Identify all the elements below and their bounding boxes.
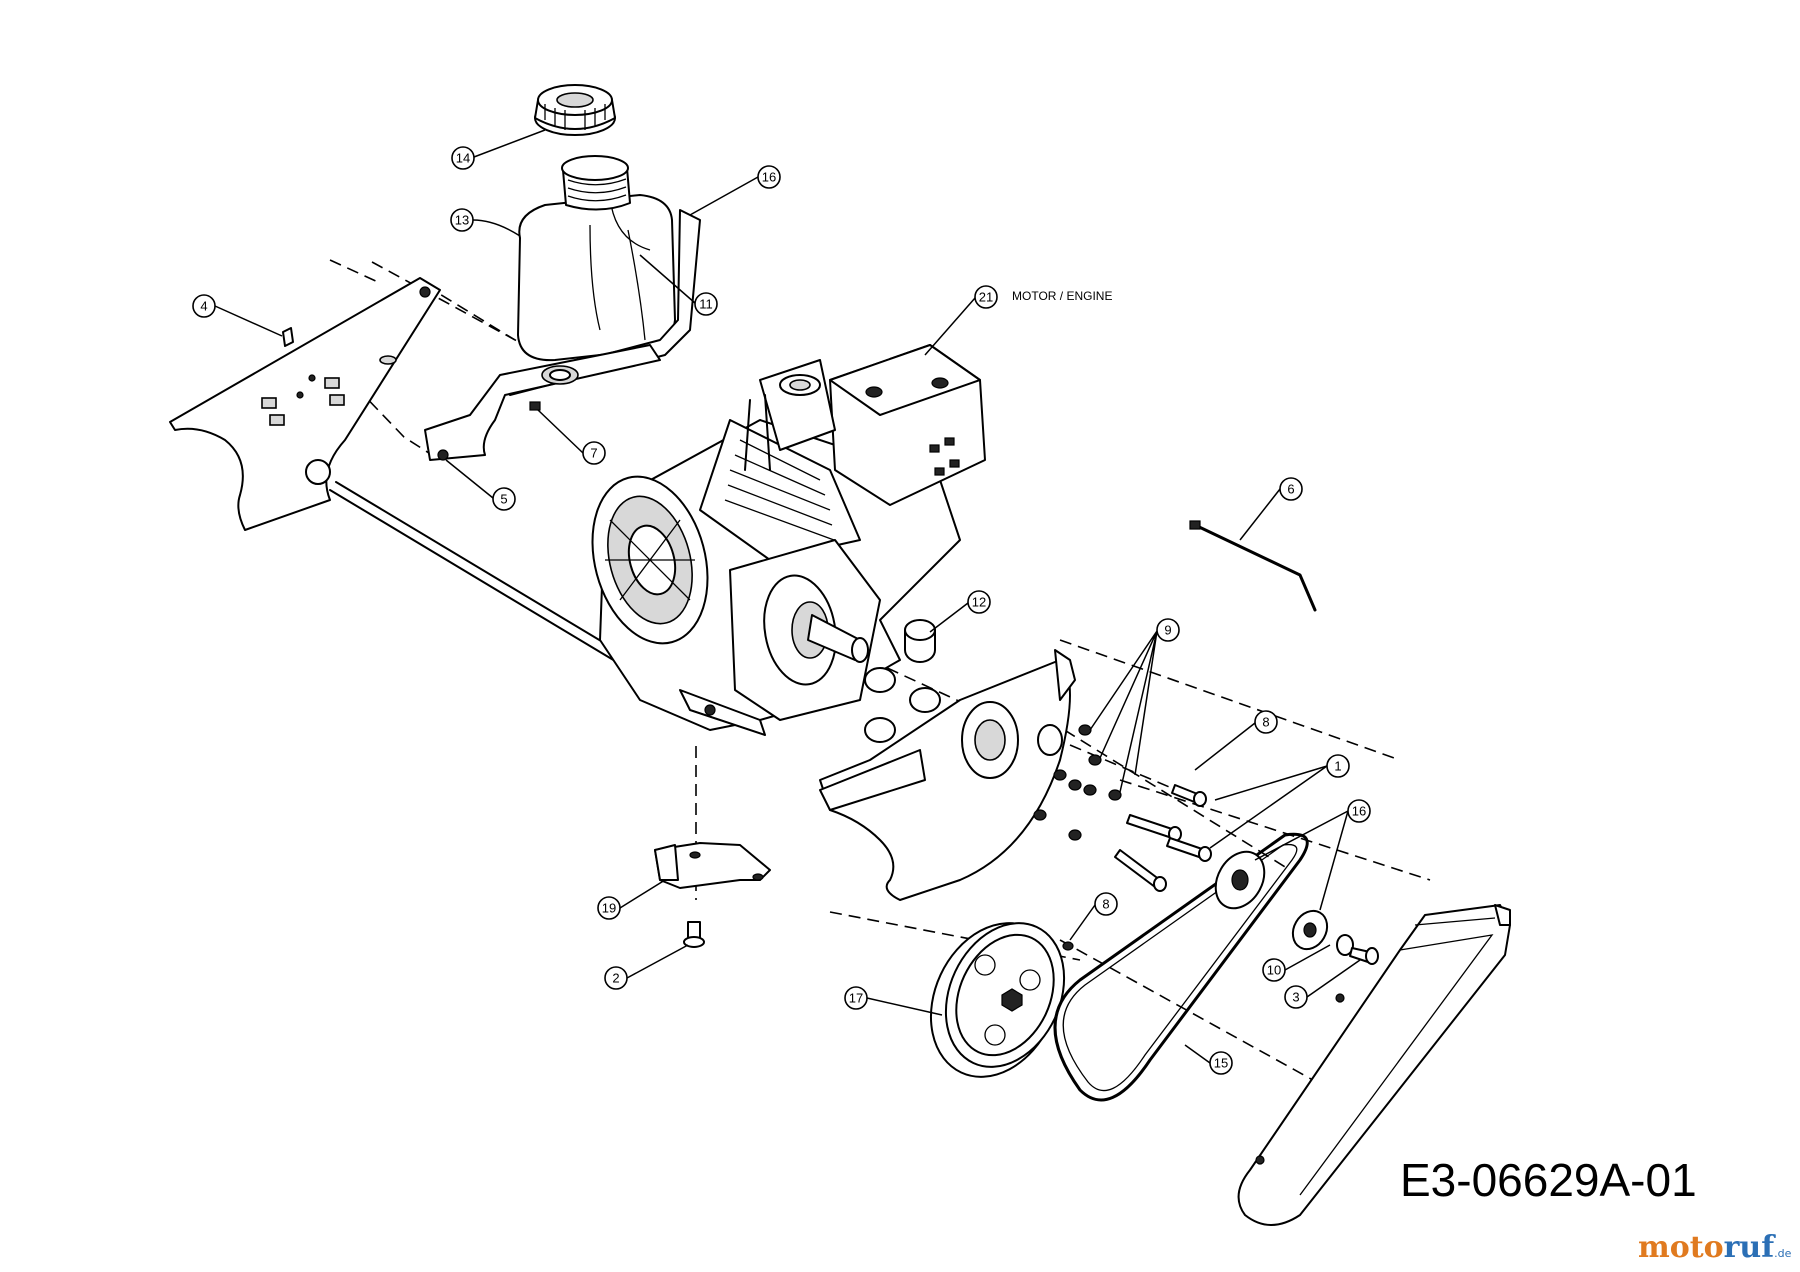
- svg-text:3: 3: [1292, 990, 1299, 1005]
- callout-16: 16: [689, 165, 781, 216]
- svg-text:19: 19: [602, 901, 616, 916]
- pulley-part: [929, 922, 1066, 1078]
- svg-text:17: 17: [849, 991, 863, 1006]
- callout-8: 8: [1069, 892, 1118, 941]
- svg-text:13: 13: [455, 213, 469, 228]
- svg-text:21: 21: [979, 290, 993, 305]
- cable-part: [1189, 520, 1317, 612]
- svg-text:1: 1: [1334, 759, 1341, 774]
- callout-4: 4: [192, 294, 283, 337]
- svg-text:motoruf.de: motoruf.de: [1638, 1230, 1792, 1265]
- svg-text:16: 16: [762, 170, 776, 185]
- svg-text:7: 7: [590, 446, 597, 461]
- svg-text:8: 8: [1262, 715, 1269, 730]
- fuel-tank-part: [517, 155, 676, 362]
- svg-text:6: 6: [1287, 482, 1294, 497]
- callout-9: 9: [1089, 618, 1180, 793]
- callout-19: 19: [597, 879, 666, 920]
- svg-text:9: 9: [1164, 623, 1171, 638]
- mount-bracket-part: [654, 842, 771, 889]
- callouts: 14 16 13 11 4 21 7: [192, 129, 1371, 1075]
- svg-text:10: 10: [1267, 963, 1281, 978]
- callout-2: 2: [604, 944, 689, 990]
- callout-1: 1: [1209, 754, 1350, 849]
- tank-bracket-part: [424, 209, 701, 461]
- callout-3: 3: [1284, 959, 1361, 1009]
- engine-part: [591, 344, 986, 736]
- pulley-plate-part: [819, 649, 1122, 901]
- callout-21: 21: [924, 285, 998, 356]
- idler-part: [1214, 850, 1379, 965]
- callout-17: 17: [844, 986, 943, 1016]
- svg-text:4: 4: [200, 299, 207, 314]
- belt-cover-part: [1237, 904, 1511, 1226]
- svg-text:15: 15: [1214, 1056, 1228, 1071]
- callout-15: 15: [1184, 1044, 1233, 1075]
- callout-10: 10: [1262, 944, 1331, 982]
- motoruf-logo: motoruf.de: [1638, 1230, 1792, 1265]
- engine-label: MOTOR / ENGINE: [1012, 289, 1112, 303]
- bolts-part: [1114, 784, 1212, 892]
- callout-5: 5: [445, 459, 516, 511]
- belt-part: [1053, 832, 1309, 1102]
- callout-8: 8: [1194, 710, 1278, 771]
- fuel-cap-part: [534, 84, 616, 136]
- svg-text:2: 2: [612, 971, 619, 986]
- svg-text:16: 16: [1352, 804, 1366, 819]
- svg-text:5: 5: [500, 492, 507, 507]
- callout-13: 13: [450, 208, 521, 237]
- callout-12: 12: [929, 590, 991, 633]
- bolt-2-part: [683, 921, 705, 948]
- svg-text:14: 14: [456, 151, 470, 166]
- callout-16: 16: [1254, 799, 1371, 911]
- callout-14: 14: [451, 129, 546, 170]
- callout-7: 7: [537, 409, 606, 465]
- callout-6: 6: [1239, 477, 1303, 541]
- spacers-part: [864, 619, 941, 743]
- svg-text:12: 12: [972, 595, 986, 610]
- svg-text:11: 11: [699, 297, 713, 312]
- svg-text:8: 8: [1102, 897, 1109, 912]
- callout-11: 11: [639, 254, 718, 316]
- nut-8-part: [1062, 941, 1074, 951]
- drawing-number: E3-06629A-01: [1400, 1154, 1697, 1206]
